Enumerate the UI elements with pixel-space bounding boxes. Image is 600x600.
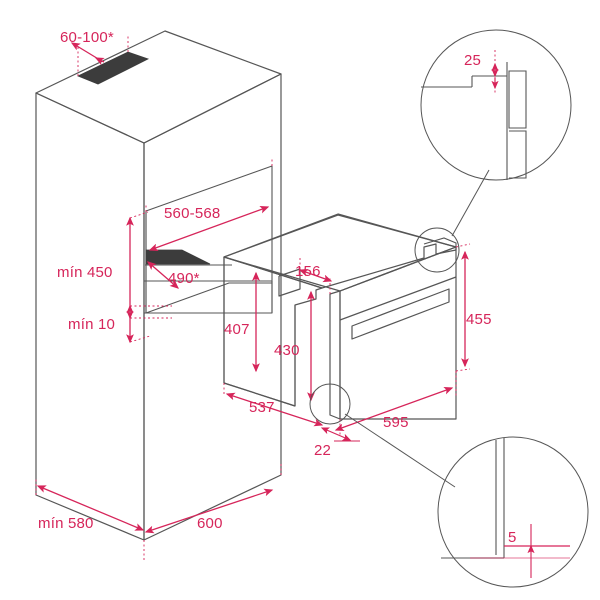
ext-450-bottom [129, 335, 151, 343]
cabinet-vent-strip [77, 51, 150, 85]
label-oven-455: 455 [466, 311, 492, 328]
detail-top-flange-upper [508, 70, 527, 129]
label-oven-430: 430 [274, 342, 300, 359]
detail-top-flange-lower [509, 130, 527, 179]
label-width-600: 600 [197, 515, 223, 532]
dim-537 [225, 392, 324, 427]
ext-450-top [129, 211, 149, 219]
dim-156 [298, 268, 333, 283]
detail-callout-markers [309, 169, 490, 488]
label-min-580: mín 580 [38, 515, 94, 532]
label-detail-5: 5 [508, 529, 517, 546]
cabinet-niche [145, 165, 273, 314]
niche-shelf-edge [145, 282, 272, 314]
oven-door-left-frame [329, 290, 341, 420]
dim-490 [147, 261, 179, 289]
dim-22 [320, 427, 352, 441]
label-oven-156: 156 [295, 263, 321, 280]
cabinet-body [35, 30, 282, 541]
oven-top-flange [423, 237, 457, 247]
label-detail-25: 25 [464, 52, 481, 69]
label-niche-depth: 490* [168, 270, 200, 287]
label-min-450: mín 450 [57, 264, 113, 281]
oven-door-top-edge [339, 246, 457, 292]
oven-top-plate [223, 213, 457, 292]
label-oven-22: 22 [314, 442, 331, 459]
leader-line-top-detail [451, 169, 490, 237]
dimension-lines-oven [223, 243, 471, 442]
detail-view-bottom-right [437, 436, 589, 588]
cabinet-top-face [35, 30, 282, 144]
dimension-lines-cabinet [35, 36, 282, 562]
dim-600 [144, 488, 274, 534]
dim-595 [334, 386, 454, 432]
ext-455-bottom [455, 368, 471, 372]
niche-vent-block [145, 249, 211, 265]
oven-top-face [223, 214, 457, 289]
dim-560-568 [148, 206, 270, 251]
oven-step-top [278, 268, 301, 277]
dim-vent-a [70, 42, 101, 61]
label-oven-595: 595 [383, 414, 409, 431]
label-vent-gap: 60-100* [60, 29, 114, 46]
label-min-10: mín 10 [68, 316, 115, 333]
cabinet-side-face [143, 73, 282, 541]
dim-min-580 [36, 485, 145, 531]
detail-circle-bottom [437, 436, 589, 588]
oven-door-handle-bar [351, 288, 450, 340]
callout-circle-top-on-oven [414, 227, 460, 273]
detail-circle-top [420, 29, 572, 181]
label-oven-407: 407 [224, 321, 250, 338]
label-oven-537: 537 [249, 399, 275, 416]
oven-door-split-line [339, 276, 457, 321]
oven-construction [223, 213, 457, 420]
label-niche-width: 560-568 [164, 205, 220, 222]
dim-vent-b [94, 57, 105, 65]
detail-view-top-right [420, 29, 572, 181]
leader-line-bottom-detail [344, 413, 456, 488]
callout-circle-bottom-on-oven [309, 383, 351, 425]
